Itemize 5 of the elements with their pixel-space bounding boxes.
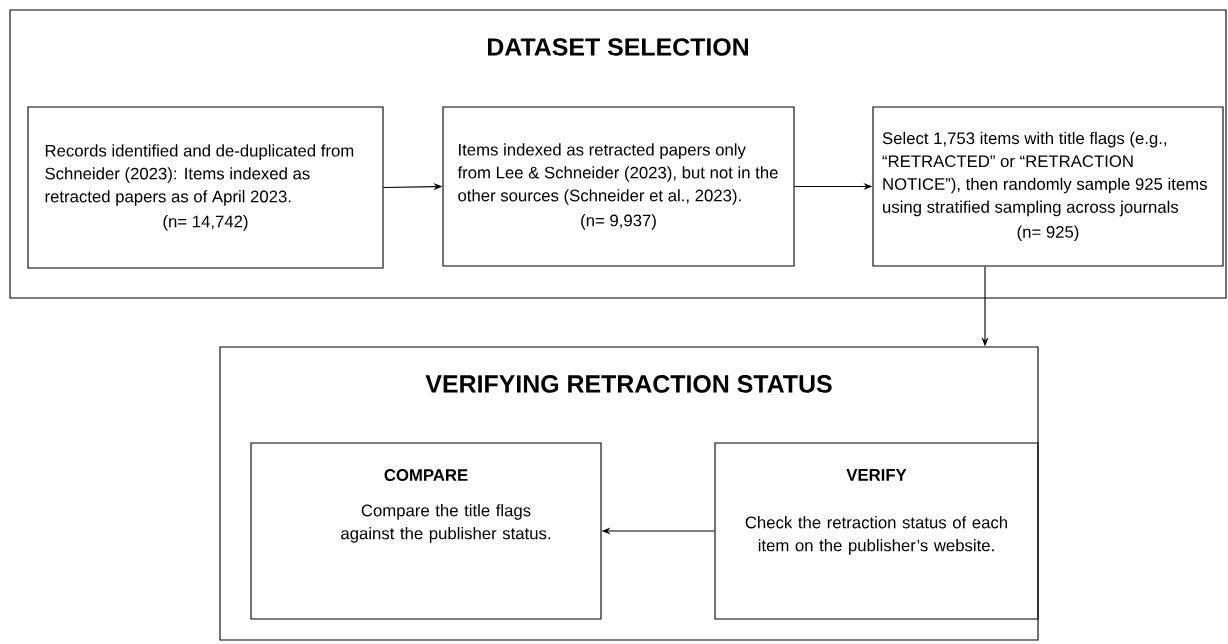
- step-box: COMPARE Compare the title flags against the publisher status.: [250, 442, 602, 620]
- process-box: Select 1,753 items with title flags (e.g., “RETRACTED” or “RETRACTION NOTICE”), then randomly sample 925 items using stratified sampling across journals (n= 925): [872, 106, 1224, 267]
- process-box: Items indexed as retracted papers only from Lee & Schneider (2023), but not in the other sources (Schneider et al., 2023). (n= 9,937): [442, 106, 795, 267]
- process-box: Records identified and de-duplicated from Schneider (2023): Items indexed as retracted papers as of April 2023. (n= 14,742): [27, 106, 384, 269]
- step-box: VERIFY Check the retraction status of each item on the publisher’s website.: [714, 442, 1039, 620]
